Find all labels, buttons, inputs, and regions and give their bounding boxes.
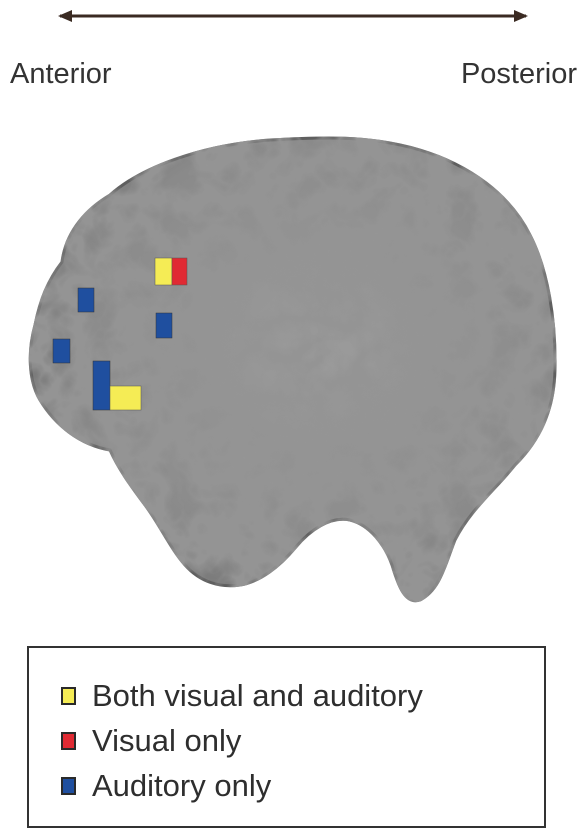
marker-auditory-only (78, 288, 94, 312)
marker-auditory-only (156, 313, 172, 338)
legend-item-visual-only: Visual only (61, 721, 241, 761)
legend-item-both: Both visual and auditory (61, 676, 423, 716)
marker-both (110, 386, 141, 410)
legend-swatch-visual-only (61, 732, 76, 750)
legend: Both visual and auditory Visual only Aud… (27, 646, 546, 828)
marker-visual-only (172, 258, 187, 285)
marker-both (155, 258, 172, 285)
legend-label: Both visual and auditory (92, 678, 423, 714)
posterior-label: Posterior (461, 58, 577, 91)
legend-swatch-both (61, 687, 76, 705)
legend-swatch-auditory-only (61, 777, 76, 795)
marker-auditory-only (93, 361, 110, 410)
marker-auditory-only (53, 339, 70, 363)
anterior-label: Anterior (10, 58, 112, 91)
legend-label: Auditory only (92, 768, 271, 804)
legend-item-auditory-only: Auditory only (61, 766, 271, 806)
legend-label: Visual only (92, 723, 241, 759)
